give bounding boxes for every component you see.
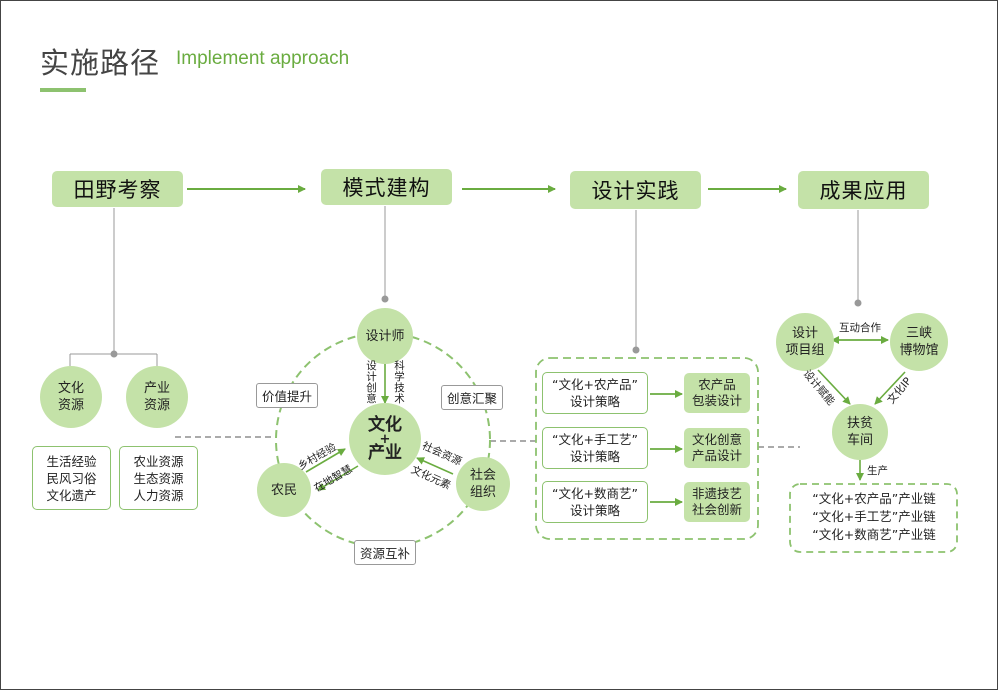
strategy-craft-box: “文化+手工艺” 设计策略 — [542, 427, 648, 469]
industry-resource-list: 农业资源 生态资源 人力资源 — [119, 446, 198, 510]
poverty-workshop-circle: 扶贫 车间 — [832, 404, 888, 460]
culture-industry-core: 文化 + 产业 — [349, 403, 421, 475]
farmer-circle: 农民 — [257, 463, 311, 517]
interact-cooperate-label: 互动合作 — [839, 322, 881, 334]
industry-chain-craft: “文化+手工艺”产业链 — [812, 509, 936, 524]
stage-result-apply: 成果应用 — [798, 171, 929, 209]
design-team-circle: 设计 项目组 — [776, 313, 834, 371]
stage-design-practice: 设计实践 — [570, 171, 701, 209]
resource-complement-tag: 资源互补 — [354, 540, 417, 565]
designer-circle: 设计师 — [357, 308, 413, 364]
social-org-circle: 社会 组织 — [456, 457, 510, 511]
culture-resource-circle: 文化 资源 — [40, 366, 102, 428]
industry-chain-agri: “文化+农产品”产业链 — [812, 491, 936, 506]
industry-resource-circle: 产业 资源 — [126, 366, 188, 428]
result-packaging-box: 农产品 包装设计 — [684, 373, 750, 413]
strategy-digital-box: “文化+数商艺” 设计策略 — [542, 481, 648, 523]
design-creative-label: 设计创意 — [366, 360, 377, 405]
core-line2: 产业 — [368, 442, 402, 463]
produce-label: 生产 — [867, 465, 888, 477]
core-line1: 文化 — [368, 414, 402, 435]
page-subtitle: Implement approach — [176, 48, 350, 69]
stage-field-survey: 田野考察 — [52, 171, 183, 207]
three-gorges-museum-circle: 三峡 博物馆 — [890, 313, 948, 371]
strategy-agri-box: “文化+农产品” 设计策略 — [542, 372, 648, 414]
page-title: 实施路径 — [40, 46, 161, 80]
title-underline — [40, 88, 86, 92]
science-tech-label: 科学技术 — [394, 360, 405, 405]
core-plus: + — [379, 431, 391, 447]
culture-resource-list: 生活经验 民风习俗 文化遗产 — [32, 446, 111, 510]
value-upgrade-tag: 价值提升 — [256, 383, 319, 408]
industry-chain-list: “文化+农产品”产业链 “文化+手工艺”产业链 “文化+数商艺”产业链 — [794, 490, 954, 544]
result-heritage-innovation-box: 非遗技艺 社会创新 — [684, 482, 750, 522]
result-cultural-product-box: 文化创意 产品设计 — [684, 428, 750, 468]
industry-chain-digital: “文化+数商艺”产业链 — [812, 527, 936, 542]
creative-gather-tag: 创意汇聚 — [441, 385, 504, 410]
stage-model-build: 模式建构 — [321, 169, 452, 205]
